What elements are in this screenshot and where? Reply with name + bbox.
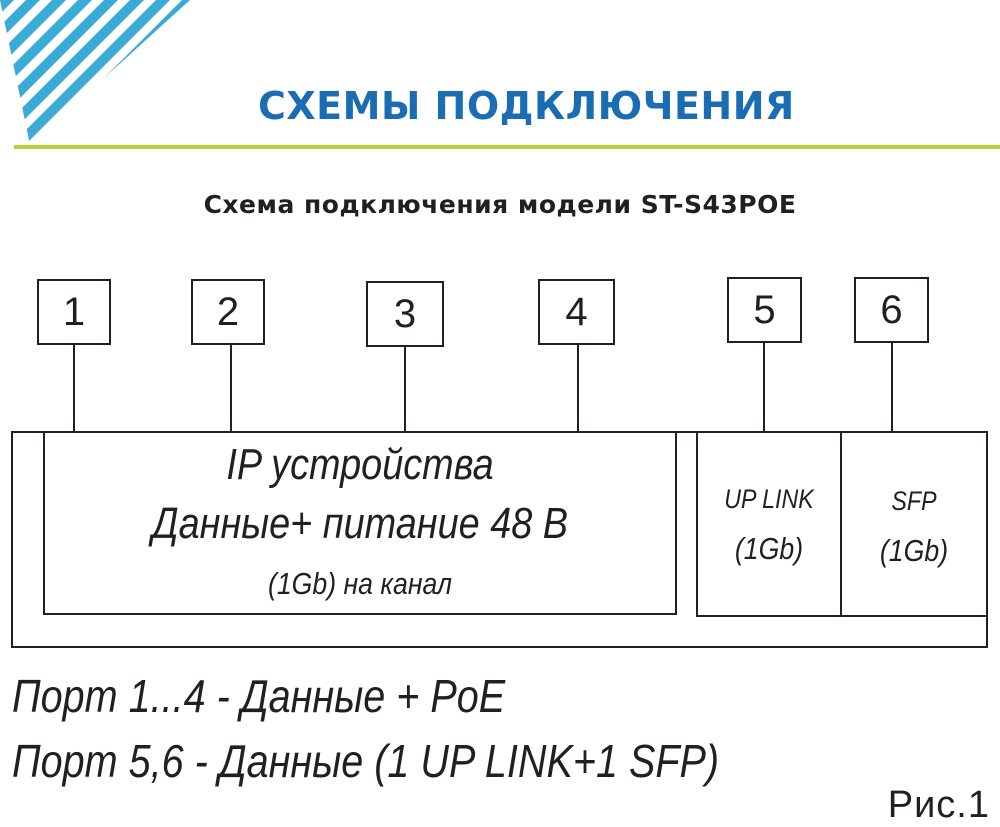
decoration-stripe [0, 0, 66, 145]
sfp-block-line2: (1Gb) [879, 533, 949, 568]
figure-number: Рис.1 [887, 784, 990, 826]
sfp-block-line1: SFP [891, 486, 937, 516]
port-number-1: 1 [37, 279, 111, 345]
port-number-6: 6 [854, 277, 929, 343]
port-number-4: 4 [538, 279, 615, 345]
port-number-5: 5 [727, 277, 802, 343]
poe-ports-panel [43, 431, 677, 615]
port-note-5-6: Порт 5,6 - Данные (1 UP LINK+1 SFP) [12, 735, 720, 787]
decoration-stripe [6, 0, 170, 145]
section-title: СХЕМЫ ПОДКЛЮЧЕНИЯ [258, 84, 795, 128]
poe-block-line1: IP устройства [226, 440, 494, 489]
figure-title: Схема подключения модели ST-S43POE [203, 190, 797, 219]
uplink-block-line2: (1Gb) [734, 531, 804, 566]
port-number-2: 2 [191, 279, 265, 345]
poe-block-line3: (1Gb) на канал [267, 566, 453, 601]
port-note-1-4: Порт 1...4 - Данные + PoE [12, 670, 506, 722]
corner-stripes-decoration [0, 0, 190, 145]
port-number-3: 3 [366, 281, 444, 347]
uplink-block-line1: UP LINK [724, 484, 814, 514]
sfp-port-panel [840, 431, 988, 617]
uplink-port-panel [696, 431, 842, 617]
title-rule [14, 145, 1000, 149]
poe-block-line2: Данные+ питание 48 В [151, 499, 569, 548]
decoration-stripe [0, 0, 118, 145]
